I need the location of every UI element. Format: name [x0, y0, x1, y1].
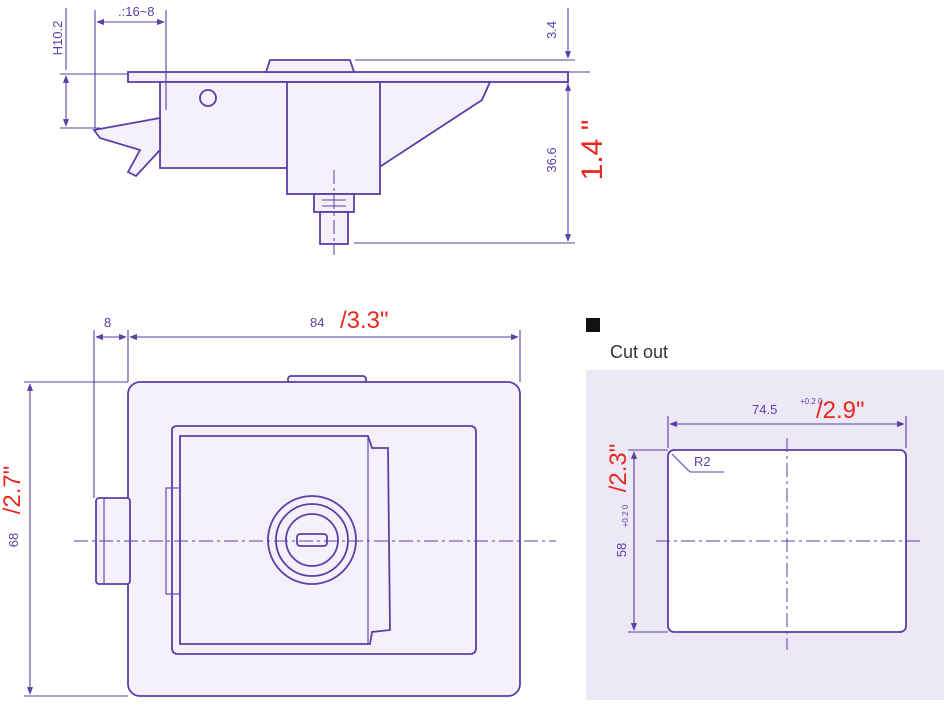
dim-width-inch: /3.3" [340, 307, 389, 334]
cutout-title: Cut out [610, 342, 668, 362]
dim-flange-label: 8 [104, 315, 111, 330]
dim-depth-inch: 1.4 " [576, 120, 609, 181]
dim-height-inch: /2.7" [0, 466, 26, 515]
latch-tongue [92, 116, 161, 178]
key-cylinder-ring [275, 503, 349, 577]
cutout-height-inch: /2.3" [605, 444, 632, 493]
cutout-view: Cut out 74.5 +0.2 0 /2.9" 58 +0.2 0 /2.3… [586, 318, 944, 700]
key-cylinder-core [285, 513, 339, 567]
bullet-marker [586, 318, 600, 332]
cutout-radius: R2 [694, 454, 711, 469]
cutout-height-tol: +0.2 0 [621, 504, 630, 527]
side-view: H10.2 .:16~8 3.4 36.6 1.4 " [50, 4, 609, 255]
dim-width-label: 84 [310, 315, 324, 330]
dim-depth-label: 36.6 [544, 147, 559, 172]
keyhole [296, 533, 328, 547]
cutout-height-label: 58 [614, 543, 629, 557]
dim-height-label: 68 [6, 533, 21, 547]
flange-plate [127, 71, 569, 83]
front-view: 8 84 /3.3" 68 /2.7" [0, 307, 556, 697]
mount-hole [199, 89, 217, 107]
dim-range-label: .:16~8 [118, 4, 155, 19]
cutout-width-tol: +0.2 0 [800, 397, 823, 406]
dim-top-label: 3.4 [544, 21, 559, 39]
inner-recess [171, 425, 477, 655]
cutout-width-label: 74.5 [752, 402, 777, 417]
dim-h-label: H10.2 [50, 21, 65, 56]
top-cap [264, 59, 356, 73]
cutout-width-inch: /2.9" [816, 397, 865, 424]
